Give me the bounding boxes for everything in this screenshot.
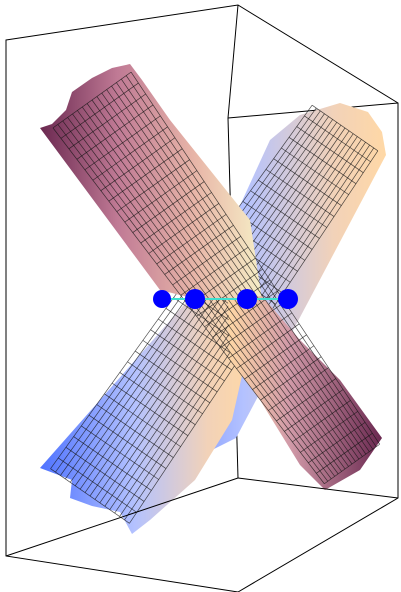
mesh-line — [77, 110, 342, 472]
mesh-line — [116, 82, 370, 452]
mesh-line — [96, 96, 356, 462]
mesh-line — [89, 127, 346, 497]
mesh-line — [91, 99, 353, 465]
intersection-point-2 — [185, 289, 205, 309]
mesh-line — [106, 89, 363, 457]
intersection-point-3 — [237, 289, 257, 309]
intersection-point-4 — [278, 289, 298, 309]
surface-cylinder-a — [40, 64, 382, 490]
surface-b-lower-section — [40, 298, 250, 534]
bounding-box-front — [5, 4, 399, 592]
intersection-point-1 — [153, 290, 171, 308]
surface-a-mesh — [52, 71, 380, 485]
mesh-line — [125, 75, 377, 447]
mesh-line — [79, 122, 338, 490]
mesh-line — [121, 78, 374, 450]
mesh-line — [94, 130, 350, 500]
mesh-line — [72, 113, 339, 475]
mesh-line — [130, 71, 380, 445]
mesh-line — [84, 124, 342, 493]
mesh-line — [99, 133, 354, 504]
mesh-line — [81, 106, 346, 470]
mesh-line — [111, 85, 367, 455]
mesh-line — [86, 103, 349, 467]
mesh-line — [101, 92, 360, 460]
intersection — [153, 289, 298, 309]
